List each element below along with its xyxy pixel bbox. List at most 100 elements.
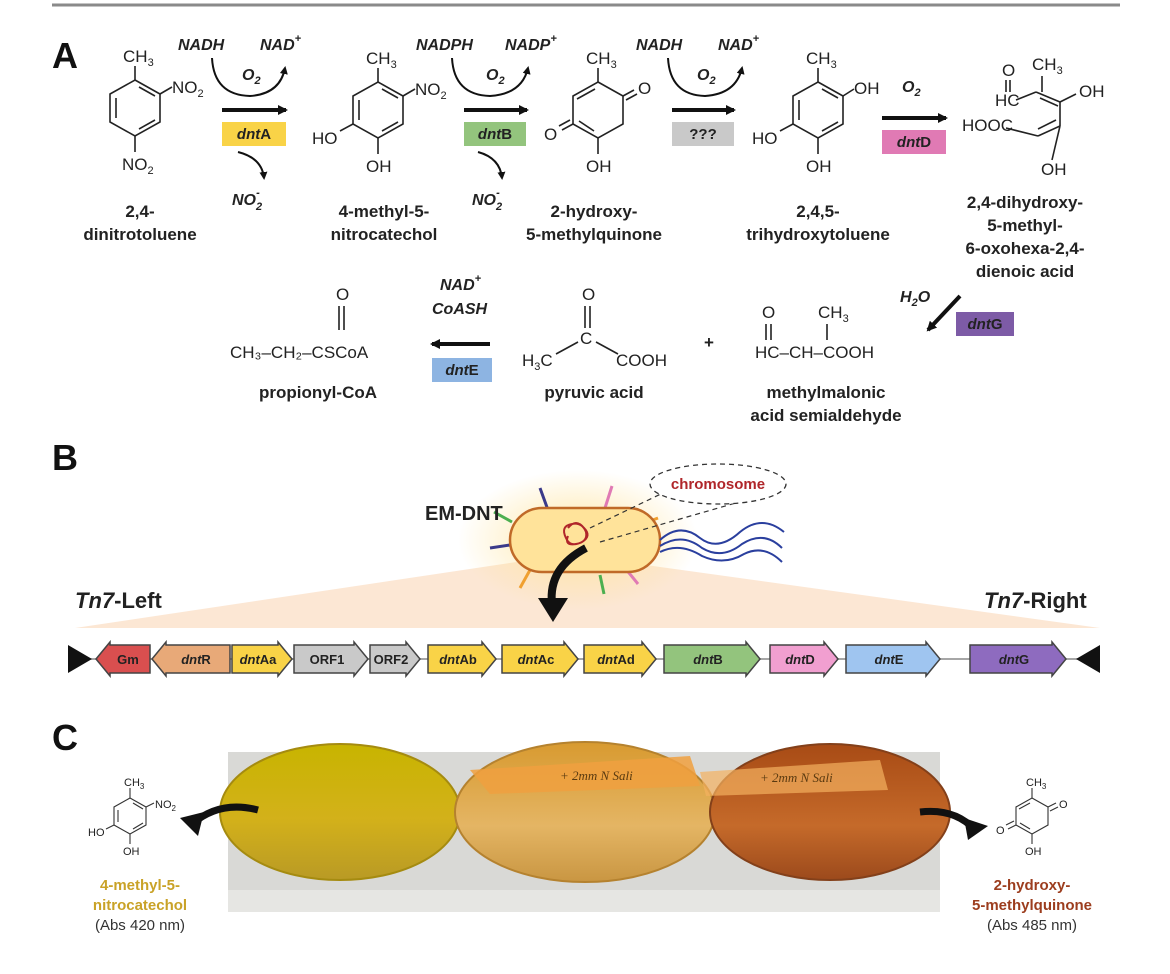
svg-text:HO: HO (312, 129, 338, 148)
bacterial-cell (458, 470, 785, 610)
svg-text:H2O: H2O (900, 289, 931, 309)
right-absorbance: (Abs 485 nm) (987, 917, 1077, 934)
svg-text:OH: OH (806, 157, 832, 176)
svg-text:+ 2mm N Sali: + 2mm N Sali (760, 770, 833, 785)
svg-text:O: O (582, 285, 595, 304)
svg-text:OH: OH (586, 157, 612, 176)
svg-text:CH3: CH3 (124, 777, 145, 791)
svg-text:HO: HO (752, 129, 778, 148)
chromosome-label: chromosome (671, 476, 765, 493)
strain-label: EM-DNT (425, 503, 503, 525)
compound-name: 2,4- (125, 202, 154, 221)
gene-arrow (583, 639, 657, 679)
tn7-left-label: Tn7-Left (75, 588, 162, 613)
right-compound-name: 5-methylquinone (972, 897, 1092, 914)
svg-text:NADP+: NADP+ (505, 33, 557, 54)
svg-text:CH3: CH3 (586, 49, 617, 71)
enzyme-box-dntE (432, 358, 492, 382)
left-compound-name: 4-methyl-5- (100, 877, 180, 894)
chromosome-callout: chromosome (589, 463, 787, 543)
svg-text:CH₃–CH₂–CSCoA: CH₃–CH₂–CSCoA (230, 343, 369, 362)
svg-text:CH3: CH3 (366, 49, 397, 71)
insertion-arrow (547, 544, 588, 605)
right-compound-name: 2-hydroxy- (994, 877, 1071, 894)
gene-arrow (293, 639, 369, 679)
enzyme-box-dntA (222, 122, 286, 146)
svg-text:O: O (996, 825, 1005, 837)
plus-sign: + (704, 333, 714, 352)
svg-text:NO2: NO2 (172, 78, 204, 100)
svg-text:CoASH: CoASH (432, 301, 488, 318)
gene-label: dntAa (240, 652, 278, 667)
gene-arrow (501, 639, 579, 679)
compound-name: dinitrotoluene (83, 225, 196, 244)
svg-text:CH3: CH3 (1026, 777, 1047, 791)
compound-small-nitrocatechol: CH3 NO2 HO OH (88, 777, 177, 858)
svg-text:NAD+: NAD+ (260, 33, 302, 54)
tn7-right-end (1076, 645, 1100, 673)
compound-methylmalonic-semialdehyde: O CH3 HC–CH–COOH methylmalonic acid semi… (750, 303, 901, 425)
svg-text:O2: O2 (697, 67, 716, 87)
svg-text:O2: O2 (902, 79, 921, 99)
svg-text:O: O (1002, 61, 1015, 80)
gene-arrow (151, 639, 231, 679)
step-dntA: NADH NAD+ O2 dntA NO2- (178, 33, 302, 213)
svg-text:O: O (638, 79, 651, 98)
svg-text:O2: O2 (242, 67, 261, 87)
svg-text:OH: OH (1025, 846, 1042, 858)
svg-text:NO2: NO2 (155, 799, 177, 813)
step-dntG: H2O dntG (900, 289, 1014, 336)
compound-small-quinone: CH3 O O OH (996, 777, 1068, 858)
gene-arrow (845, 639, 941, 679)
gene-label: dntE (875, 652, 904, 667)
svg-text:NO2: NO2 (415, 80, 447, 102)
svg-text:O: O (544, 125, 557, 144)
svg-text:dntB: dntB (478, 126, 512, 143)
svg-text:OH: OH (1079, 82, 1105, 101)
panel-a-letter: A (52, 35, 78, 76)
compound-name: nitrocatechol (331, 225, 438, 244)
compound-name: dienoic acid (976, 262, 1074, 281)
compound-propionyl-coa: O CH₃–CH₂–CSCoA propionyl-CoA (230, 285, 377, 402)
gene-label: ORF2 (374, 652, 409, 667)
svg-text:???: ??? (689, 126, 717, 143)
svg-text:HC: HC (995, 91, 1020, 110)
compound-name: 2,4-dihydroxy- (967, 193, 1083, 212)
compound-name: propionyl-CoA (259, 383, 377, 402)
enzyme-box-dntG (956, 312, 1014, 336)
svg-text:OH: OH (1041, 160, 1067, 179)
svg-text:NO2-: NO2- (232, 187, 262, 213)
svg-text:OH: OH (366, 157, 392, 176)
gene-arrow (95, 639, 151, 679)
culture-photo: + 2mm N Sali + 2mm N Sali (219, 741, 951, 912)
svg-text:OH: OH (854, 79, 880, 98)
svg-text:CH3: CH3 (1032, 55, 1063, 77)
step-dntD: O2 dntD (882, 79, 948, 154)
svg-text:NAD+: NAD+ (440, 273, 482, 294)
compound-ring-fission-product: O CH3 HC OH HOOC OH 2,4-dihydroxy- 5-met… (962, 55, 1105, 281)
gene-arrow (369, 639, 421, 679)
svg-text:OH: OH (123, 846, 140, 858)
enzyme-box-dntD (882, 130, 946, 154)
step-dntB: NADPH NADP+ O2 dntB NO2- (416, 33, 557, 213)
enzyme-box-dntB (464, 122, 526, 146)
compound-trihydroxytoluene: CH3 OH HO OH 2,4,5- trihydroxytoluene (746, 49, 890, 244)
svg-text:dntA: dntA (237, 126, 271, 143)
svg-text:CH3: CH3 (123, 47, 154, 69)
svg-text:NADH: NADH (636, 37, 683, 54)
compound-name: 5-methylquinone (526, 225, 662, 244)
compound-name: 4-methyl-5- (339, 202, 430, 221)
gene-arrow (231, 639, 293, 679)
svg-text:CH3: CH3 (806, 49, 837, 71)
svg-text:O: O (762, 303, 775, 322)
panel-c-letter: C (52, 717, 78, 758)
gene-label: Gm (117, 652, 139, 667)
svg-text:dntG: dntG (968, 316, 1003, 333)
compound-hydroxymethylquinone: CH3 O O OH 2-hydroxy- 5-methylquinone (526, 49, 662, 244)
enzyme-box-unknown (672, 122, 734, 146)
left-compound-name: nitrocatechol (93, 897, 187, 914)
svg-text:dntD: dntD (897, 134, 931, 151)
compound-name: 2-hydroxy- (551, 202, 638, 221)
